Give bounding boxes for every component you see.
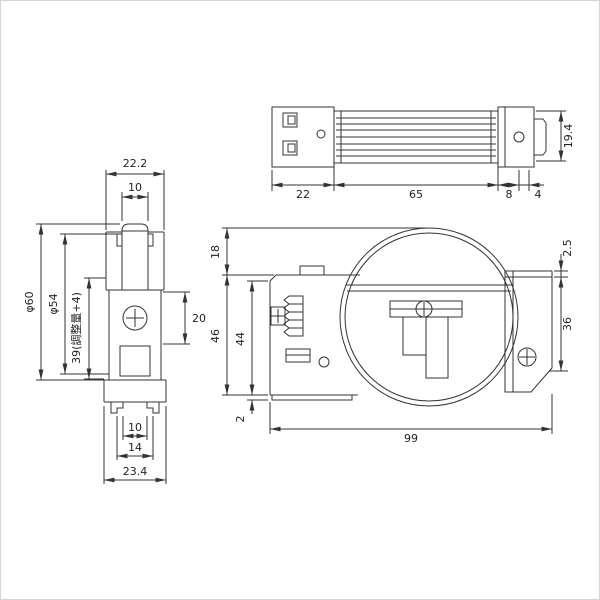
plate-screw [517,347,537,367]
dim-label-22-2: 22.2 [123,157,148,170]
dim-label-adjust: 39(調整量+4) [69,292,83,364]
adjust-screw [122,305,148,331]
left-connector-block [271,106,335,168]
bracket-hole [318,356,330,368]
rail-profile-lines [336,117,496,157]
end-hole [513,131,525,143]
dim-label-18: 18 [209,245,222,259]
dim-label-19-4: 19.4 [562,124,575,149]
roller-housing [105,231,165,291]
hub-screw-cross [417,302,431,316]
dim-label-99: 99 [404,432,418,445]
side-view-dimensions: 18 46 44 2 2.5 36 99 [209,227,574,445]
dim-label-2-5: 2.5 [561,239,574,257]
wheel-outer-circle [339,227,519,407]
latch-body [402,317,449,379]
roller-wheel [121,223,149,262]
left-foot-hook [110,402,124,414]
top-tab [299,265,325,276]
base-lip [271,395,353,401]
pivot-hole [316,129,326,139]
front-view [103,223,167,414]
plate-top-lip [504,270,553,277]
plate-screw-cross [519,349,535,365]
dim-label-44: 44 [234,332,247,346]
extension-lines [271,166,530,191]
phillips-cross [126,309,144,327]
dim-label-foot-10: 10 [128,421,142,434]
dim-label-46: 46 [209,329,222,343]
clip-slot-lower [282,140,298,156]
top-view [271,106,547,168]
dim-label-8: 8 [506,188,513,201]
dim-label-dia54: φ54 [47,293,60,314]
dim-label-36: 36 [561,317,574,331]
right-end-block [497,106,535,168]
bottom-flange [103,379,167,403]
right-foot-hook [146,402,160,414]
dim-label-23-4: 23.4 [123,465,148,478]
mount-plate [504,276,553,393]
adjuster-gear [289,295,304,337]
window-hole [119,345,151,377]
adjuster-gear-teeth [283,295,290,337]
front-view-dimensions: 22.2 10 φ60 φ54 39(調整量+4) 20 10 14 23.4 [23,157,206,484]
dim-label-2: 2 [234,416,247,423]
dim-label-22: 22 [296,188,310,201]
track-lines [346,284,512,292]
dim-label-4: 4 [535,188,542,201]
end-tab [533,118,547,156]
clip-slot-upper [282,112,298,128]
bracket-outline [269,274,360,396]
top-view-dimensions: 22 65 8 4 19.4 [271,110,575,201]
body-sides [108,290,162,380]
dim-label-65: 65 [409,188,423,201]
hub-screw [415,300,433,318]
dim-label-20: 20 [192,312,206,325]
side-view [269,227,553,407]
dim-label-14: 14 [128,441,142,454]
dim-label-slot-10: 10 [128,181,142,194]
dim-label-dia60: φ60 [23,291,36,312]
